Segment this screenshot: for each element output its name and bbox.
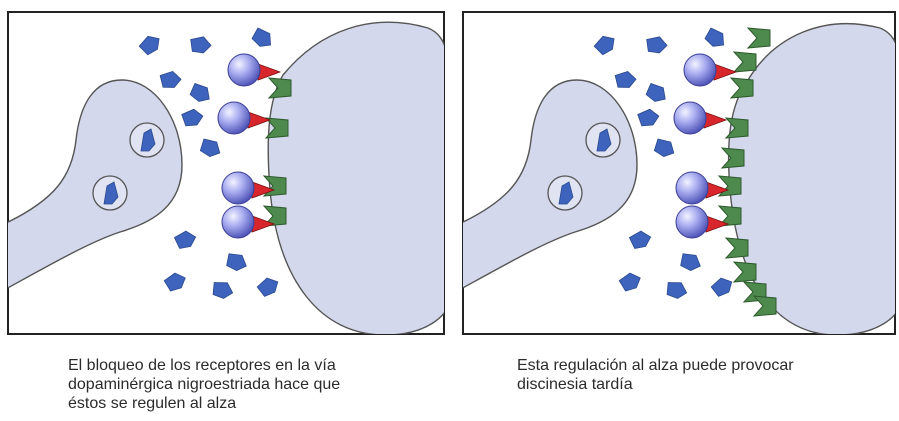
dopamine-group-right [593,27,733,299]
antipsychotic-antagonist-icon [221,171,276,205]
dopamine-molecule-icon [704,27,724,47]
dopamine-receptor-icon [732,261,757,283]
antipsychotic-antagonist-icon [675,171,730,205]
dopamine-molecule-icon [628,230,652,249]
synaptic-vesicle-icon [547,175,583,211]
antipsychotic-antagonist-icon [673,101,728,135]
dopamine-molecule-icon [614,71,637,88]
dopamine-receptor-icon [264,117,289,139]
dopamine-receptor-icon [267,77,292,99]
dopamine-receptor-icon [729,77,754,99]
dopamine-molecule-icon [710,277,733,297]
dopamine-molecule-icon [190,36,212,54]
dopamine-molecule-icon [189,82,210,102]
panel-left [7,11,445,335]
dopamine-receptor-icon [724,117,749,139]
dopamine-receptor-icon [746,27,771,49]
dopamine-molecule-icon [138,35,160,56]
dopamine-molecule-icon [645,82,666,102]
antagonist-group-left [217,53,282,239]
vesicle-group-left [92,122,165,211]
dopamine-receptor-icon [262,205,287,227]
caption-left: El bloqueo de los receptores en la vía d… [68,357,341,412]
dopamine-molecule-icon [256,277,279,297]
antagonist-group-right [673,53,738,239]
dopamine-molecule-icon [618,272,641,292]
dopamine-molecule-icon [199,138,221,157]
antipsychotic-antagonist-icon [217,101,272,135]
receptor-group-right [717,27,777,317]
dopamine-receptor-icon [752,295,777,317]
synaptic-vesicle-icon [585,122,621,158]
dopamine-molecule-icon [251,27,271,47]
antipsychotic-antagonist-icon [227,53,282,87]
dopamine-molecule-icon [173,230,197,249]
vesicle-group-right [547,122,621,211]
dopamine-molecule-icon [666,282,688,299]
synaptic-vesicle-icon [129,122,165,158]
receptor-group-left [262,77,292,227]
dopamine-molecule-icon [163,272,186,292]
dopamine-molecule-icon [646,36,668,54]
caption-right: Esta regulación al alza puede provocar d… [517,357,794,393]
dopamine-molecule-icon [212,282,234,299]
dopamine-molecule-icon [593,35,615,56]
dopamine-receptor-icon [720,147,745,169]
panel-right [462,11,896,335]
dopamine-receptor-icon [732,51,757,73]
dopamine-molecule-icon [680,253,701,271]
synaptic-vesicle-icon [92,175,128,211]
dopamine-molecule-icon [653,138,675,157]
dopamine-molecule-icon [226,253,247,271]
dopamine-molecule-icon [181,108,204,127]
dopamine-receptor-icon [724,237,749,259]
antipsychotic-antagonist-icon [221,205,276,239]
antipsychotic-antagonist-icon [675,205,730,239]
dopamine-group-left [138,27,279,299]
antipsychotic-antagonist-icon [683,53,738,87]
dopamine-molecule-icon [637,108,660,127]
dopamine-molecule-icon [159,71,182,88]
dopamine-receptor-icon [717,205,742,227]
